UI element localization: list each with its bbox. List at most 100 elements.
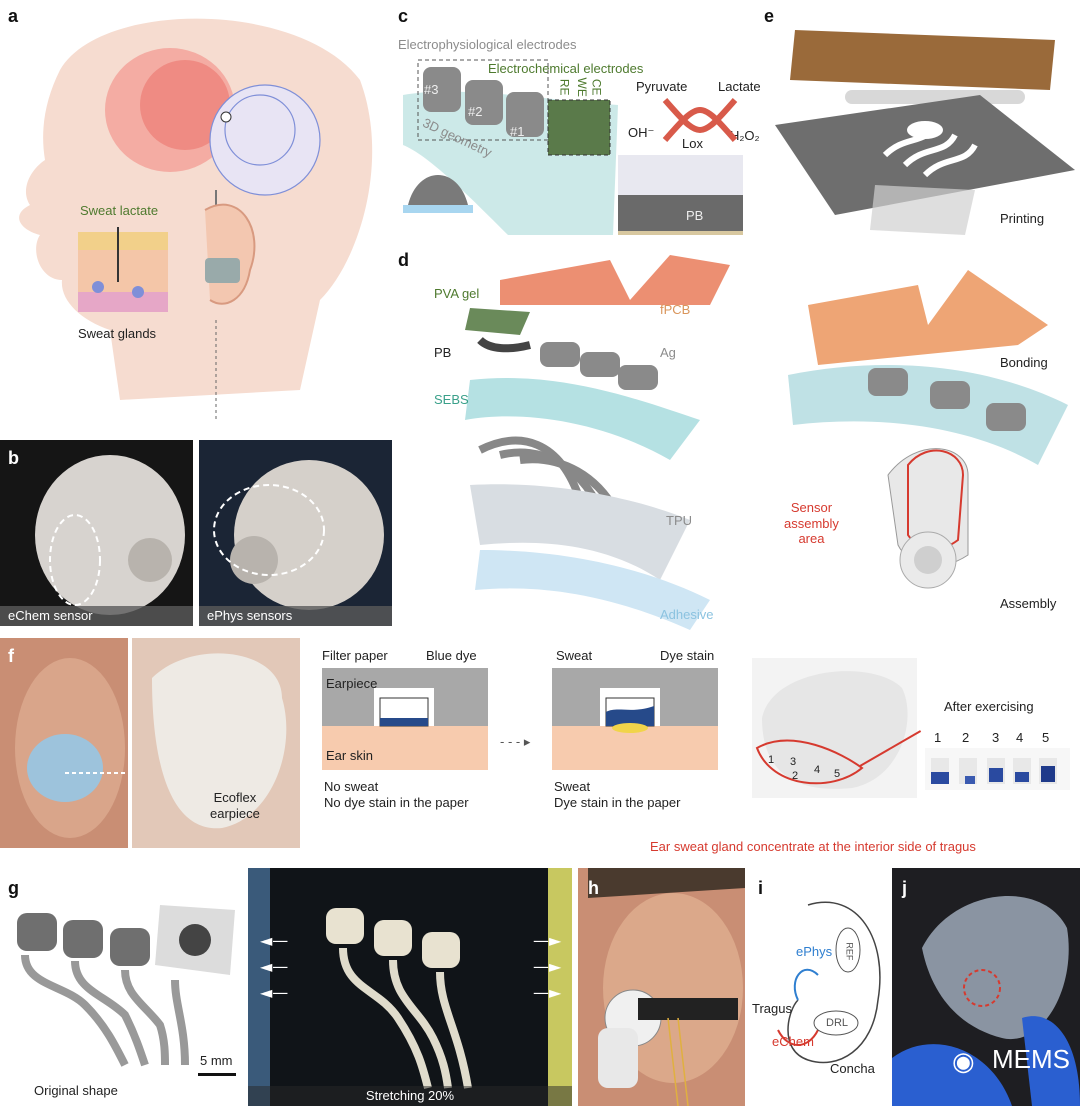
enzyme-image: [618, 155, 743, 235]
echem-re: RE: [557, 78, 572, 96]
bonding-label: Bonding: [1000, 355, 1048, 370]
bonding-diagram: [788, 270, 1068, 589]
assembly-label: Assembly: [1000, 596, 1057, 611]
electrode-geometry-diagram: [403, 59, 618, 235]
skin-diagram: [78, 227, 168, 312]
paper-num-1: 1: [934, 730, 942, 745]
concha-label: Concha: [830, 1061, 875, 1076]
sweat-lactate-label: Sweat lactate: [80, 203, 159, 218]
pb-label-d: PB: [434, 345, 452, 360]
panel-label-c: c: [398, 6, 409, 26]
svg-text:—►: —►: [533, 957, 562, 976]
pyruvate-label: Pyruvate: [636, 79, 688, 94]
panel-label-h: h: [588, 878, 599, 898]
drl-label: DRL: [826, 1017, 849, 1029]
stain-num-2: 2: [792, 770, 799, 782]
ref-label: REF: [844, 942, 855, 961]
sweat-top-label: Sweat: [556, 648, 593, 663]
printing-diagram: [775, 30, 1075, 235]
blue-dye-label: Blue dye: [426, 648, 477, 663]
no-dye-label: No dye stain in the paper: [324, 795, 469, 810]
svg-text:—►: —►: [533, 983, 562, 1002]
dye-stain-label: Dye stain: [660, 648, 715, 663]
sweat-diagram: [552, 668, 718, 770]
wechat-icon: ◉: [952, 1046, 975, 1076]
stain-num-3: 3: [790, 756, 797, 768]
printing-label: Printing: [1000, 211, 1045, 226]
sebs-label: SEBS: [434, 392, 469, 407]
ecoflex-earpiece-photo: [132, 638, 300, 848]
svg-text:—►: —►: [533, 931, 562, 950]
ear-photo: [0, 638, 128, 848]
panel-label-i: i: [758, 878, 764, 898]
oh-label: OH⁻: [628, 125, 655, 140]
stain-num-1: 1: [768, 754, 775, 766]
scale-bar: [198, 1073, 236, 1076]
tragus-label: Tragus: [752, 1001, 792, 1016]
layer-stack-diagram: [465, 255, 730, 630]
ephys-caption: ePhys sensors: [199, 606, 392, 626]
reaction-arrows: [662, 98, 738, 142]
ear-wear-photo: [578, 868, 745, 1106]
svg-text:◄—: ◄—: [260, 983, 288, 1002]
panel-label-j: j: [902, 878, 908, 898]
no-sweat-label: No sweat: [324, 779, 379, 794]
stained-papers: [925, 748, 1070, 790]
no-sweat-diagram: [322, 668, 488, 770]
tragus-note: Ear sweat gland concentrate at the inter…: [650, 839, 976, 854]
echem-caption: eChem sensor: [0, 606, 193, 626]
stretching-caption: Stretching 20%: [248, 1086, 572, 1106]
mems-watermark: MEMS: [992, 1044, 1070, 1074]
sweat-label: Sweat: [554, 779, 591, 794]
sensor-assembly-area-label: Sensor assembly area: [784, 500, 839, 547]
original-shape-label: Original shape: [34, 1083, 118, 1098]
ephys-sensors-photo: ePhys sensors: [199, 440, 392, 626]
h2o2-label: H₂O₂: [730, 128, 760, 143]
echem-we: WE: [574, 77, 589, 97]
electrode-3: #3: [424, 82, 439, 97]
filter-paper-label: Filter paper: [322, 648, 388, 663]
dashed-arrow: - - - ▸: [500, 734, 531, 749]
panel-label-f: f: [8, 646, 14, 666]
lox-label: Lox: [682, 136, 703, 151]
stretching-photo: ◄— ◄— ◄— —► —► —► Stretching 20%: [248, 868, 572, 1106]
stain-num-5: 5: [834, 768, 841, 780]
ephys-label-i: ePhys: [796, 944, 833, 959]
ear-anatomy-diagram: [777, 901, 881, 1064]
electrode-1: #1: [510, 124, 525, 139]
panel-label-b: b: [8, 448, 19, 468]
svg-text:◄—: ◄—: [260, 957, 288, 976]
tpu-label: TPU: [666, 513, 692, 528]
earpiece-label: Earpiece: [326, 676, 378, 691]
adhesive-label: Adhesive: [660, 607, 714, 622]
head-illustration: [19, 18, 373, 420]
fpcb-label: fPCB: [660, 302, 691, 317]
lactate-label: Lactate: [718, 79, 761, 94]
after-exercising-label: After exercising: [944, 699, 1034, 714]
panel-label-a: a: [8, 6, 19, 26]
paper-num-2: 2: [962, 730, 970, 745]
echem-electrodes-title: Electrochemical electrodes: [488, 61, 644, 76]
echem-ce: CE: [589, 78, 604, 96]
ag-label: Ag: [660, 345, 676, 360]
panel-label-d: d: [398, 250, 409, 270]
paper-num-4: 4: [1016, 730, 1024, 745]
scale-label: 5 mm: [200, 1053, 233, 1068]
paper-num-3: 3: [992, 730, 1000, 745]
panel-label-e: e: [764, 6, 775, 26]
pb-label-c: PB: [686, 208, 704, 223]
panel-label-g: g: [8, 878, 19, 898]
sweat-glands-label: Sweat glands: [78, 326, 157, 341]
echem-sensor-photo: eChem sensor: [0, 440, 193, 626]
dye-in-paper-label: Dye stain in the paper: [554, 795, 681, 810]
earpiece-model-photo: MEMS ◉: [892, 868, 1080, 1106]
svg-text:◄—: ◄—: [260, 931, 288, 950]
ecoflex-earpiece-label: Ecoflex earpiece: [210, 790, 260, 821]
echem-label-i: eChem: [772, 1034, 814, 1049]
stain-num-4: 4: [814, 764, 821, 776]
electrode-2: #2: [468, 104, 483, 119]
pva-gel-label: PVA gel: [434, 286, 480, 301]
ear-skin-label: Ear skin: [326, 748, 373, 763]
original-shape-image: [17, 905, 235, 1067]
ephys-electrodes-title: Electrophysiological electrodes: [398, 37, 577, 52]
